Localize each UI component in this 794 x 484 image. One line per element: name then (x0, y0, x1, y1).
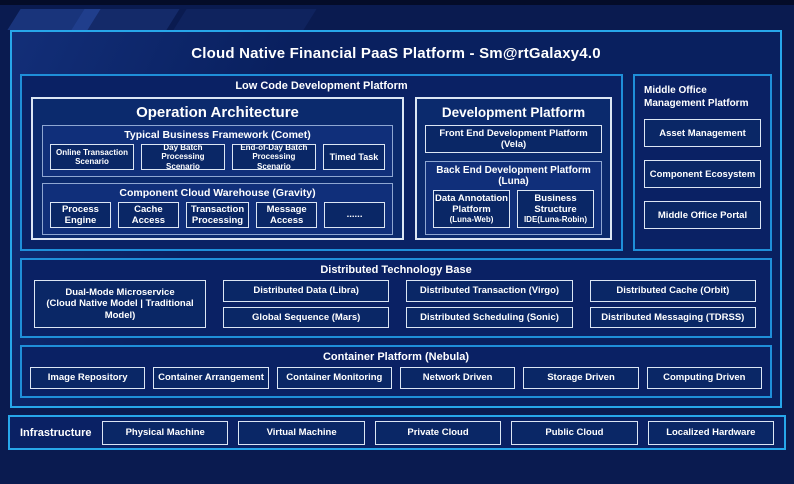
distributed-technology-base-section: Distributed Technology Base Dual-Mode Mi… (20, 258, 772, 338)
container-monitoring-box: Container Monitoring (276, 367, 392, 389)
localized-hardware-box: Localized Hardware (647, 420, 775, 445)
dual-mode-microservice-box: Dual-Mode Microservice (Cloud Native Mod… (34, 280, 206, 328)
platform-architecture-diagram: Cloud Native Financial PaaS Platform - S… (10, 30, 782, 408)
luna-web-line2: Platform (452, 204, 491, 216)
typical-business-framework-comet-panel: Typical Business Framework (Comet) Onlin… (42, 125, 393, 177)
transaction-processing-box: Transaction Processing (185, 202, 250, 228)
dtb-column-3: Distributed Cache (Orbit) Distributed Me… (589, 280, 756, 328)
virtual-machine-box: Virtual Machine (238, 420, 365, 445)
diagram-title: Cloud Native Financial PaaS Platform - S… (191, 44, 601, 62)
gravity-title: Component Cloud Warehouse (Gravity) (119, 187, 316, 199)
computing-driven-box: Computing Driven (646, 367, 762, 389)
luna-robin-line2: Structure (534, 204, 577, 216)
image-repository-box: Image Repository (30, 367, 146, 389)
dual-mode-line1: Dual-Mode Microservice (65, 287, 175, 299)
low-code-development-platform-section: Low Code Development Platform Operation … (20, 74, 623, 251)
public-cloud-box: Public Cloud (511, 420, 638, 445)
data-annotation-platform-luna-web-box: Data Annotation Platform (Luna-Web) (433, 190, 510, 228)
background-decor-stripe (71, 9, 180, 30)
background-decor-stripe (173, 9, 317, 30)
diagram-content: Low Code Development Platform Operation … (12, 74, 780, 406)
cache-access-box: Cache Access (117, 202, 179, 228)
luna-title: Back End Development Platform (Luna) (436, 165, 591, 187)
component-ecosystem-box: Component Ecosystem (644, 160, 761, 189)
distributed-cache-orbit-box: Distributed Cache (Orbit) (589, 280, 756, 302)
business-structure-ide-luna-robin-box: Business Structure IDE(Luna-Robin) (517, 190, 594, 228)
container-platform-row: Image Repository Container Arrangement C… (22, 366, 770, 396)
private-cloud-box: Private Cloud (374, 420, 502, 445)
dual-mode-line2: (Cloud Native Model | Traditional (46, 298, 194, 310)
dtb-column-2: Distributed Transaction (Virgo) Distribu… (406, 280, 573, 328)
asset-management-box: Asset Management (644, 119, 761, 148)
ellipsis-box: ...... (324, 202, 386, 228)
process-engine-box: Process Engine (50, 202, 111, 228)
distributed-messaging-tdrss-box: Distributed Messaging (TDRSS) (589, 306, 756, 328)
dtb-column-1: Distributed Data (Libra) Global Sequence… (223, 280, 390, 328)
message-access-box: Message Access (256, 202, 318, 228)
distributed-technology-base-row: Dual-Mode Microservice (Cloud Native Mod… (22, 279, 770, 336)
luna-box-row: Data Annotation Platform (Luna-Web) Busi… (426, 190, 601, 234)
infrastructure-section: Infrastructure Physical Machine Virtual … (8, 415, 786, 450)
background-top-strip (0, 0, 794, 5)
container-platform-nebula-label: Container Platform (Nebula) (322, 351, 470, 363)
end-of-day-batch-processing-scenario-box: End-of-Day Batch Processing Scenario (231, 143, 316, 171)
infrastructure-label: Infrastructure (20, 426, 92, 439)
container-platform-nebula-section: Container Platform (Nebula) Image Reposi… (20, 345, 772, 398)
gravity-box-row: Process Engine Cache Access Transaction … (43, 202, 392, 234)
network-driven-box: Network Driven (399, 367, 516, 389)
luna-robin-line1: Business (534, 193, 577, 205)
middle-office-management-platform-label: Middle Office Management Platform (644, 85, 749, 110)
middle-office-management-platform-section: Middle Office Management Platform Asset … (633, 74, 772, 251)
day-batch-processing-scenario-box: Day Batch Processing Scenario (140, 143, 225, 171)
dual-mode-line3: Model) (104, 309, 136, 321)
comet-title: Typical Business Framework (Comet) (124, 129, 311, 141)
development-platform-panel: Development Platform Front End Developme… (415, 97, 612, 240)
upper-row: Low Code Development Platform Operation … (20, 74, 772, 251)
operation-architecture-title: Operation Architecture (136, 104, 299, 121)
back-end-development-platform-luna-panel: Back End Development Platform (Luna) Dat… (425, 161, 602, 235)
timed-task-box: Timed Task (322, 144, 385, 170)
distributed-scheduling-sonic-box: Distributed Scheduling (Sonic) (406, 306, 573, 328)
comet-box-row: Online Transaction Scenario Day Batch Pr… (43, 143, 392, 176)
online-transaction-scenario-box: Online Transaction Scenario (50, 144, 134, 170)
low-code-inner-row: Operation Architecture Typical Business … (22, 95, 621, 249)
container-arrangement-box: Container Arrangement (153, 367, 269, 389)
luna-web-line3: (Luna-Web) (449, 215, 494, 225)
middle-office-portal-box: Middle Office Portal (644, 201, 761, 230)
distributed-data-libra-box: Distributed Data (Libra) (223, 280, 390, 302)
operation-architecture-panel: Operation Architecture Typical Business … (31, 97, 404, 240)
luna-web-line1: Data Annotation (434, 193, 508, 205)
global-sequence-mars-box: Global Sequence (Mars) (223, 306, 390, 328)
component-cloud-warehouse-gravity-panel: Component Cloud Warehouse (Gravity) Proc… (42, 183, 393, 235)
distributed-transaction-virgo-box: Distributed Transaction (Virgo) (406, 280, 573, 302)
storage-driven-box: Storage Driven (523, 367, 639, 389)
low-code-development-platform-label: Low Code Development Platform (235, 80, 408, 92)
distributed-technology-base-label: Distributed Technology Base (320, 264, 472, 276)
development-platform-title: Development Platform (441, 105, 586, 120)
physical-machine-box: Physical Machine (102, 420, 229, 445)
luna-robin-line3: IDE(Luna-Robin) (523, 215, 588, 225)
front-end-development-platform-vela-box: Front End Development Platform (Vela) (425, 125, 602, 153)
